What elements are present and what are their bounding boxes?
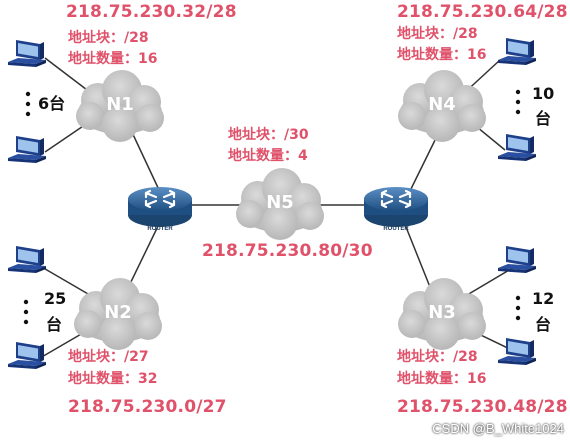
computer-icon (498, 134, 536, 161)
n1-block: 地址块：/28 (68, 30, 149, 46)
link-n1-router-left (129, 127, 161, 193)
link-n2-pc-top (39, 265, 96, 299)
router-label-left: ROUTER (147, 226, 173, 232)
n2-hosts-number: 25 (44, 289, 67, 308)
network-name-n4: N4 (428, 94, 456, 115)
link-router-right-n3 (403, 221, 433, 293)
n4-hosts-number: 10 (532, 84, 555, 103)
link-router-right-n4 (407, 129, 441, 196)
n2-address: 218.75.230.0/27 (68, 397, 227, 417)
router-label-right: ROUTER (383, 226, 409, 232)
n4-hosts-unit: 台 (535, 109, 552, 128)
n1-count: 地址数量：16 (68, 51, 158, 67)
computer-icon (8, 342, 46, 369)
computer-icon (8, 136, 46, 163)
n2-block: 地址块：/27 (68, 349, 149, 365)
computer-icon (8, 40, 46, 67)
n1-address: 218.75.230.32/28 (66, 2, 237, 22)
n1-hosts: 6台 (38, 94, 66, 113)
network-name-n3: N3 (428, 302, 456, 323)
computer-icon (498, 38, 536, 65)
n5-block: 地址块：/30 (228, 127, 309, 143)
n3-hosts-unit: 台 (535, 315, 552, 334)
n2-count: 地址数量：32 (68, 371, 158, 387)
computer-icon (498, 338, 536, 365)
n4-count: 地址数量：16 (397, 47, 487, 63)
link-router-left-n2 (127, 221, 161, 289)
n4-address: 218.75.230.64/28 (397, 2, 568, 22)
n5-address: 218.75.230.80/30 (202, 241, 373, 261)
router-icon-right (362, 185, 430, 229)
n3-address: 218.75.230.48/28 (397, 397, 568, 417)
computer-icon (498, 246, 536, 273)
network-name-n5: N5 (266, 192, 294, 213)
network-name-n1: N1 (106, 94, 134, 115)
n3-hosts-number: 12 (532, 289, 555, 308)
n4-block: 地址块：/28 (397, 26, 478, 42)
router-icon-left (126, 185, 194, 229)
network-name-n2: N2 (104, 302, 132, 323)
n2-hosts-unit: 台 (46, 315, 63, 334)
watermark: CSDN @B_White1024 (432, 421, 564, 436)
n3-block: 地址块：/28 (397, 349, 478, 365)
n5-count: 地址数量：4 (228, 148, 308, 164)
computer-icon (8, 246, 46, 273)
ellipsis-dots (23, 89, 521, 325)
n3-count: 地址数量：16 (397, 371, 487, 387)
